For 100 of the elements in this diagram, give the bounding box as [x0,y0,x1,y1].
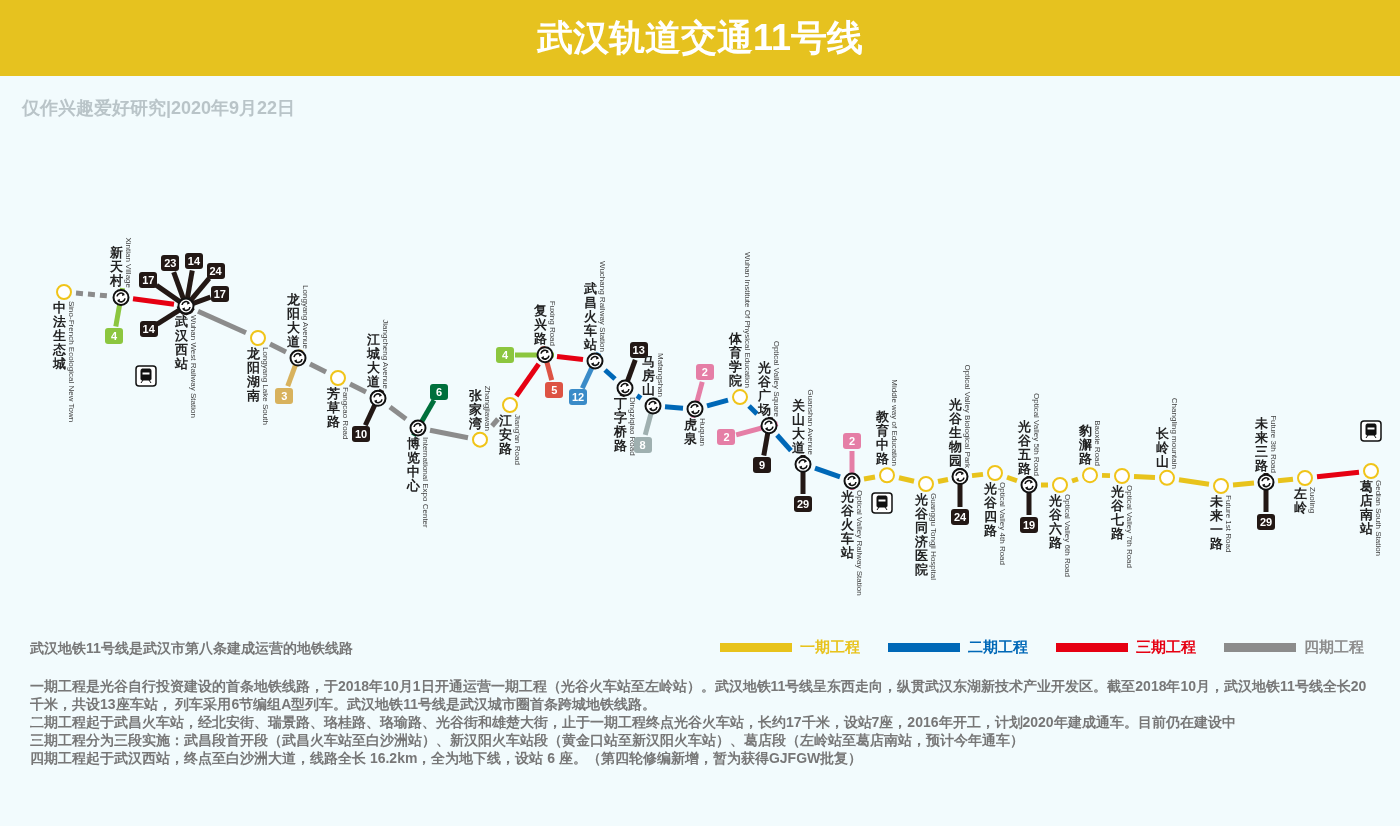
station-name: 中法生态城 [52,301,66,371]
station-name-english: Mafangshan [656,352,665,397]
metro-line [971,471,984,479]
metro-line [514,362,541,398]
line-number-badge: 4 [496,347,514,363]
metro-line [75,290,110,299]
station-name: 复兴路 [533,304,547,346]
legend-label: 三期工程 [1136,638,1196,657]
legend-label: 一期工程 [800,638,860,657]
station-name: 博览中心 [406,437,420,493]
station-name: 丁字桥路 [613,397,627,453]
station-name: 长岭山 [1155,427,1169,469]
station-name-english: Changling mountain [1170,397,1179,469]
paragraph-text: 二期工程起于武昌火车站，经北安街、瑞景路、珞桂路、珞瑜路、光谷街和雄楚大街，止于一期工程终点光谷火车站，长约17千米，设站7座，2016年开工，计划2020年建成通车。目前仍在建设中 [30,713,1237,731]
station-name: 张家湾 [468,389,482,431]
station [498,396,522,465]
intro-text: 武汉地铁11号线是武汉市第八条建成运营的地铁线路 [30,640,353,658]
line-number-badge: 29 [794,496,812,512]
station [406,419,430,528]
line-number-badge: 14 [185,252,203,269]
station [683,400,707,447]
station-name: 未来一路 [1209,495,1223,551]
station-name: 左岭 [1293,487,1307,515]
station [1209,477,1233,553]
station [840,472,864,596]
metro-line [603,368,617,381]
station-name: 体育学院 [728,332,742,388]
station-name: 豹澥路 [1078,424,1092,466]
station-name: 虎泉 [683,418,697,446]
line-number-badge: 3 [275,387,294,404]
metro-line [1178,477,1210,487]
line-number-badge: 29 [1257,514,1275,530]
station-name-english: Zhangjiawan [483,385,492,431]
station [1155,397,1179,487]
metro-line [1316,469,1360,480]
station [1293,469,1317,515]
station [948,364,972,486]
station-name-english: Jiangcheng Avenue [381,319,390,389]
metro-line [308,361,328,375]
station-name-english: Guanshan Avenue [806,389,815,455]
station-name-english: Fuxing Road [548,300,557,346]
station [1078,420,1102,484]
metro-line [556,353,584,363]
station-name-english: Baoxie Road [1093,420,1102,466]
station-name: 龙阳湖南 [246,347,260,403]
line-number-badge: 6 [430,383,448,400]
station-name-english: Optical Valley Biological Park [963,364,972,468]
legend-label: 二期工程 [968,638,1028,657]
line-number-badge: 24 [951,509,969,525]
station-name-english: Gedian South Station [1374,480,1383,557]
station-name: 江城大道 [366,333,380,389]
station-name: 江安路 [498,414,512,456]
line-number-badge: 2 [717,429,736,446]
station-name: 未来三路 [1254,417,1268,473]
station [791,389,815,473]
station-name-english: Longyang Avenue [301,285,310,349]
metro-line [1006,474,1018,484]
station-name: 龙阳大道 [286,293,300,349]
station-name: 武昌火车站 [583,282,597,352]
station [52,283,76,423]
station-name-english: Longyang Lake South [261,347,270,425]
station-name-english: Guanggu Tongji Hospital [929,493,938,581]
line-number-badge: 12 [569,389,588,406]
line-number-badge: 2 [695,364,714,381]
station [728,252,752,406]
station-name: 武汉西站 [174,315,188,371]
station-name-english: Optical Valley 6th Road [1063,494,1072,577]
station [583,261,607,370]
metro-line [937,477,949,484]
station [366,319,390,407]
metro-line [1071,476,1079,484]
station-name-english: Optical Valley 5th Road [1032,393,1041,476]
station [533,300,557,364]
station [1017,393,1041,494]
station-name: 光谷六路 [1048,494,1062,550]
station-name: 芳草路 [326,387,340,429]
station-name: 光谷同济医院 [914,493,928,577]
title: 武汉轨道交通11号线 [535,16,865,60]
station-name-english: Huquan [698,418,707,447]
metro-line [814,465,841,480]
station-name: 光谷生物园 [948,398,962,468]
metro-line [268,341,288,355]
line-number-badge: 23 [161,254,180,271]
station [286,285,310,367]
station-name-english: Optical Valley Railway Station [855,490,864,596]
station-name-english: Optical Valley 4th Road [998,482,1007,565]
station [983,464,1007,565]
station-name: 光谷广场 [757,361,771,417]
station [1254,415,1278,491]
station-name: 光谷火车站 [840,490,854,560]
metro-line [747,404,759,416]
metro-line [490,417,500,428]
metro-line [898,475,915,484]
station [246,329,270,425]
paragraph-text: 三期工程分为三段实施：武昌段首开段（武昌火车站至白沙洲站）、新汉阳火车站段（黄金口站至新汉阳火车站）、葛店段（左岭站至葛店南站，预计今年通车） [30,731,1025,749]
station-name-english: Xintian Village [124,237,133,288]
station-name: 关山大道 [791,399,805,455]
metro-line [1232,480,1255,488]
station-name-english: Middle way of Education [890,379,899,466]
metro-line [775,433,793,453]
